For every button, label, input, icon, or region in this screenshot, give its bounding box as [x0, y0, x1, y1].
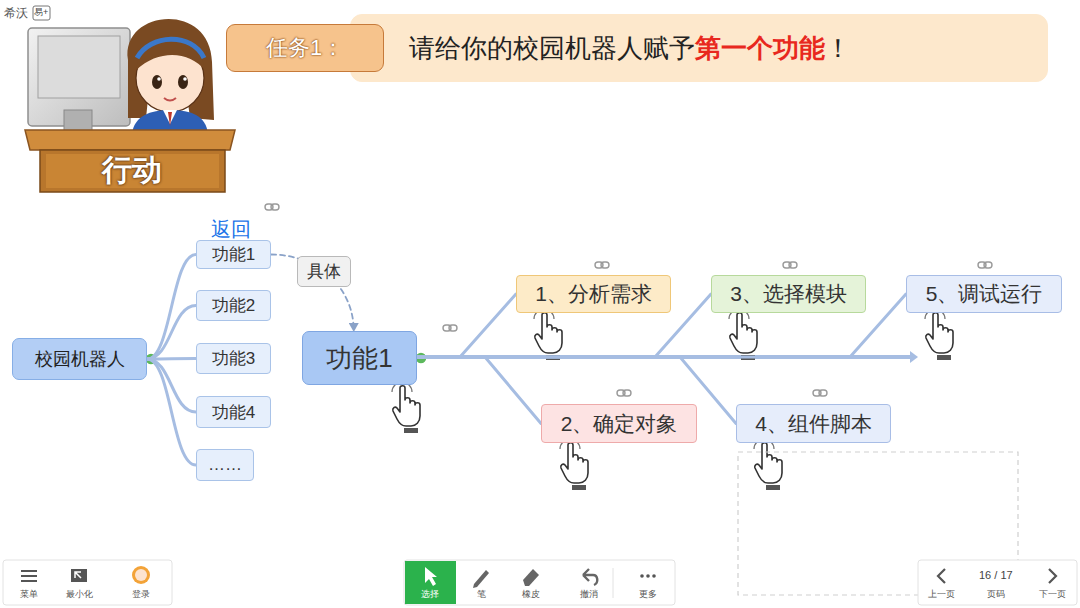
- function-node: 功能4: [196, 396, 271, 428]
- toolbar-label: 选择: [421, 590, 439, 600]
- branch-line: [417, 294, 516, 357]
- branch-line: [147, 306, 196, 360]
- toolbar-label: 上一页: [928, 590, 955, 600]
- branch-line: [417, 357, 541, 424]
- toolbar-label: 撤消: [580, 590, 598, 600]
- highlight-text: 第一个功能: [695, 31, 825, 66]
- node-text: 功能2: [212, 294, 255, 317]
- toolbar-label: 页码: [987, 590, 1005, 600]
- step-box: 3、选择模块: [711, 275, 866, 313]
- toolbar-label: 更多: [639, 590, 657, 600]
- toolbar-label: 最小化: [66, 590, 93, 600]
- node-text: ……: [208, 455, 242, 475]
- node-text: 校园机器人: [35, 347, 125, 371]
- node-text: 2、确定对象: [561, 410, 678, 438]
- node-text: 任务1：: [266, 33, 344, 63]
- toolbar-label: 橡皮: [522, 590, 540, 600]
- function-node: 功能2: [196, 290, 271, 321]
- function-node: ……: [196, 449, 254, 481]
- node-text: 5、调试运行: [926, 280, 1043, 308]
- node-text: 功能4: [212, 401, 255, 424]
- toolbar-label: 菜单: [20, 590, 38, 600]
- branch-line: [147, 359, 196, 465]
- node-text: 功能3: [212, 347, 255, 370]
- step-box: 5、调试运行: [906, 275, 1062, 313]
- branch-line: [147, 359, 196, 412]
- dashed-arrow: [271, 255, 354, 332]
- node-text: 3、选择模块: [730, 280, 847, 308]
- branch-line: [147, 255, 196, 360]
- back-link: 返回: [211, 218, 251, 240]
- task-badge: 任务1：: [226, 24, 384, 72]
- toolbar-label: 笔: [477, 590, 486, 600]
- node-text: 1、分析需求: [535, 280, 652, 308]
- page-number: 16 / 17: [979, 569, 1013, 581]
- function-detail-node: 功能1: [302, 331, 417, 385]
- logo-badge: 易+: [34, 8, 48, 18]
- function-node: 返回功能1: [196, 240, 271, 269]
- toolbar-label: 登录: [132, 590, 150, 600]
- task-banner: 请给你的校园机器人赋予第一个功能！: [350, 14, 1048, 82]
- node-text: 功能1: [326, 341, 392, 376]
- root-node: 校园机器人: [12, 338, 147, 380]
- node-text: 请给你的校园机器人赋予: [409, 31, 695, 66]
- node-text: 功能1: [212, 243, 255, 266]
- function-node: 功能3: [196, 343, 271, 374]
- app-logo: 希沃: [4, 7, 28, 20]
- step-box: 1、分析需求: [516, 275, 671, 313]
- node-text: ！: [825, 31, 851, 66]
- desk-sign: 行动: [102, 153, 162, 186]
- node-text: 4、组件脚本: [755, 410, 872, 438]
- step-box: 4、组件脚本: [736, 404, 891, 443]
- step-box: 2、确定对象: [541, 404, 697, 443]
- toolbar-label: 下一页: [1039, 590, 1066, 600]
- edge-label: 具体: [297, 256, 351, 287]
